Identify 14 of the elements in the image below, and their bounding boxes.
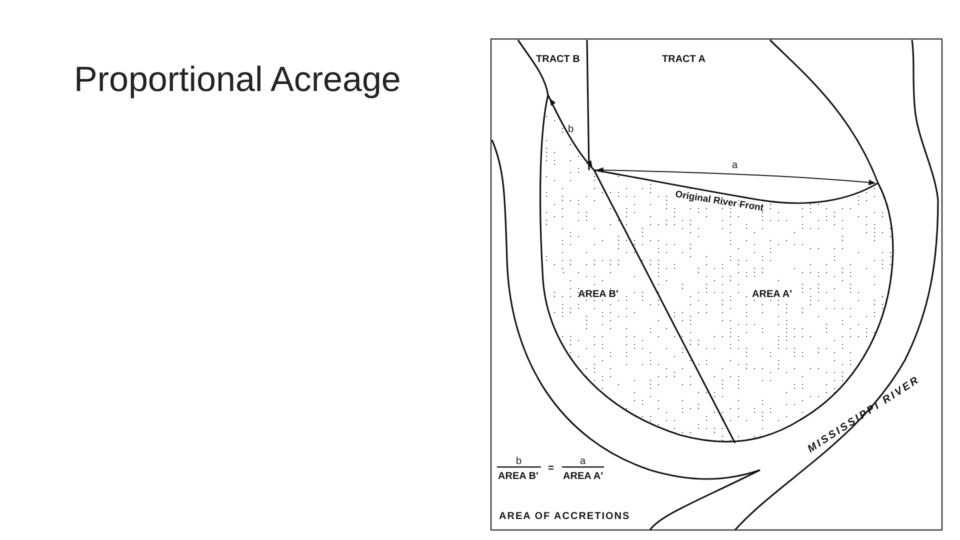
tract-label: TRACT A: [662, 55, 706, 65]
tract-label: TRACT B: [536, 55, 580, 65]
area-label: AREA A′: [752, 290, 792, 300]
area-caption: AREA OF ACCRETIONS: [499, 512, 630, 522]
river-front-label: Original River Front: [674, 190, 764, 214]
slide-title: Proportional Acreage: [74, 60, 401, 100]
equals-sign: =: [548, 464, 554, 474]
area-label: AREA B′: [578, 290, 618, 300]
formula-numerator: b: [516, 457, 522, 467]
formula-numerator: a: [580, 457, 586, 467]
dimension-label: a: [732, 161, 738, 171]
dimension-label: b: [568, 125, 574, 135]
formula-denominator: AREA A′: [563, 472, 603, 482]
formula-denominator: AREA B′: [498, 472, 538, 482]
